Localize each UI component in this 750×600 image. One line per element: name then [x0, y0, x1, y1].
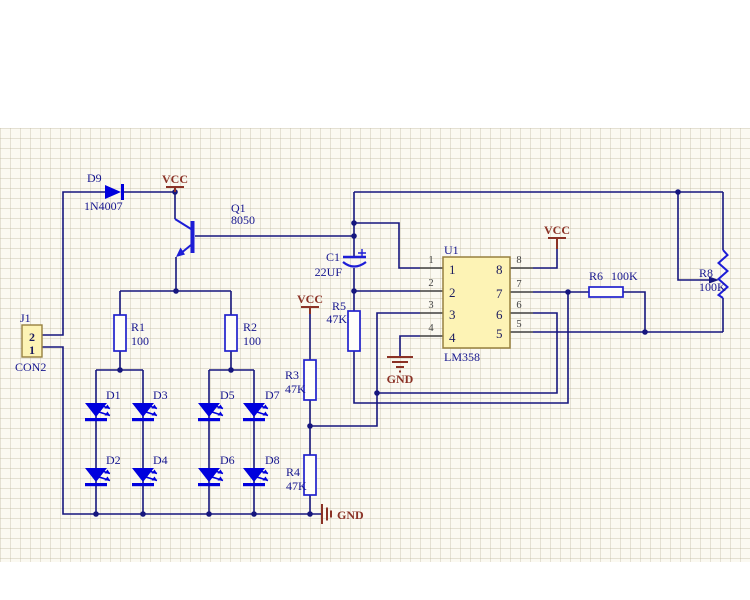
d1-designator-label: D1 — [106, 388, 121, 402]
u1-pin4-inner: 4 — [449, 330, 456, 345]
vcc-label: VCC — [544, 223, 570, 237]
u1-pin4-number: 4 — [428, 323, 434, 334]
vcc-symbol-u1[interactable]: VCC — [544, 223, 570, 249]
c1-designator-label: C1 — [326, 250, 340, 264]
led-d6[interactable]: D6 — [197, 453, 235, 488]
c1-polarity-plus — [358, 249, 366, 257]
connector-j1[interactable]: J1 2 1 CON2 — [15, 311, 46, 374]
r1-value-label: 100 — [131, 334, 149, 348]
q1-value-label: 8050 — [231, 213, 255, 227]
resistor-r6[interactable]: R6 100K — [588, 269, 638, 298]
wires — [42, 189, 724, 517]
led-d2[interactable]: D2 — [84, 453, 121, 488]
j1-designator-label: J1 — [20, 311, 31, 325]
gnd-symbol-bottom[interactable]: GND — [321, 504, 364, 524]
u1-pin8-number: 8 — [516, 255, 521, 266]
d9-designator-label: D9 — [87, 171, 102, 185]
capacitor-c1[interactable]: C1 22UF — [315, 249, 367, 279]
d6-designator-label: D6 — [220, 453, 235, 467]
u1-pin7-number: 7 — [516, 279, 521, 290]
resistor-r5[interactable]: R5 47K — [326, 299, 361, 352]
u1-pin5-number: 5 — [516, 319, 521, 330]
r4-value-label: 47K — [286, 479, 307, 493]
vcc-symbol-mid[interactable]: VCC — [297, 292, 323, 314]
led-d3[interactable]: D3 — [131, 388, 168, 423]
resistor-r3[interactable]: R3 47K — [285, 359, 317, 401]
r5-designator-label: R5 — [332, 299, 346, 313]
r6-designator-label: R6 — [589, 269, 603, 283]
r5-value-label: 47K — [326, 312, 347, 326]
d4-designator-label: D4 — [153, 453, 168, 467]
led-d4[interactable]: D4 — [131, 453, 168, 488]
q1-designator-label: Q1 — [231, 201, 246, 215]
sheet-grid — [0, 128, 750, 562]
r2-value-label: 100 — [243, 334, 261, 348]
d8-designator-label: D8 — [265, 453, 280, 467]
potentiometer-r8[interactable]: R8 100K — [699, 249, 730, 299]
led-d5[interactable]: D5 — [197, 388, 235, 423]
vcc-label: VCC — [297, 292, 323, 306]
d2-designator-label: D2 — [106, 453, 121, 467]
d5-designator-label: D5 — [220, 388, 235, 402]
u1-pin1-inner: 1 — [449, 262, 456, 277]
r1-designator-label: R1 — [131, 320, 145, 334]
transistor-q1[interactable]: Q1 8050 — [174, 201, 255, 257]
ic-u1[interactable]: U1 LM358 1 2 3 4 8 7 6 5 1 2 3 4 8 7 6 5 — [420, 243, 533, 364]
d7-designator-label: D7 — [265, 388, 280, 402]
u1-pin6-inner: 6 — [496, 307, 503, 322]
u1-designator-label: U1 — [444, 243, 459, 257]
led-d8[interactable]: D8 — [242, 453, 280, 488]
r8-designator-label: R8 — [699, 266, 713, 280]
resistor-r4[interactable]: R4 47K — [286, 454, 317, 496]
gnd-symbol-u1[interactable]: GND — [387, 356, 414, 386]
j1-pin2-label: 2 — [29, 330, 35, 344]
vcc-symbol-top[interactable]: VCC — [162, 172, 188, 192]
u1-pin8-inner: 8 — [496, 262, 503, 277]
d3-designator-label: D3 — [153, 388, 168, 402]
r6-value-label: 100K — [611, 269, 638, 283]
vcc-label: VCC — [162, 172, 188, 186]
gnd-label: GND — [337, 508, 364, 522]
r2-designator-label: R2 — [243, 320, 257, 334]
u1-pin7-inner: 7 — [496, 286, 503, 301]
u1-pin2-inner: 2 — [449, 285, 456, 300]
gnd-label: GND — [387, 372, 414, 386]
u1-pin2-number: 2 — [428, 278, 433, 289]
resistor-r2[interactable]: R2 100 — [224, 314, 261, 352]
r3-value-label: 47K — [285, 382, 306, 396]
u1-pin6-number: 6 — [516, 300, 521, 311]
led-d7[interactable]: D7 — [242, 388, 280, 423]
j1-value-label: CON2 — [15, 360, 46, 374]
r3-designator-label: R3 — [285, 368, 299, 382]
r8-value-label: 100K — [699, 280, 726, 294]
u1-value-label: LM358 — [444, 350, 480, 364]
u1-pin1-number: 1 — [428, 255, 433, 266]
led-d1[interactable]: D1 — [84, 388, 121, 423]
u1-pin3-number: 3 — [428, 300, 433, 311]
resistor-r1[interactable]: R1 100 — [113, 314, 149, 352]
u1-pin3-inner: 3 — [449, 307, 456, 322]
c1-value-label: 22UF — [315, 265, 343, 279]
j1-pin1-label: 1 — [29, 343, 35, 357]
u1-pin5-inner: 5 — [496, 326, 503, 341]
diode-d9[interactable]: D9 1N4007 — [84, 171, 124, 213]
r4-designator-label: R4 — [286, 465, 300, 479]
d9-value-label: 1N4007 — [84, 199, 123, 213]
